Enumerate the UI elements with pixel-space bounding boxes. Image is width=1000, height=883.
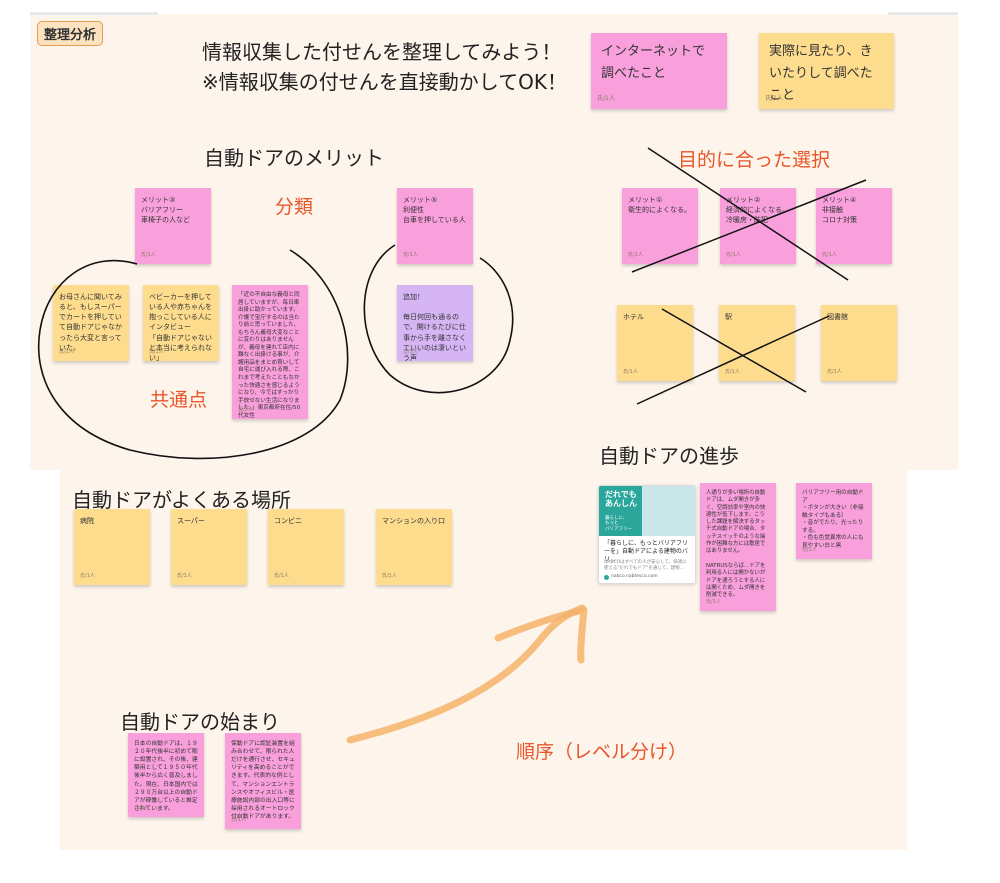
note-merit-3[interactable]: メリット③ バリアフリー 車椅子の人など 氏/1人 [135,188,211,264]
note-footer: 氏/1人 [765,94,783,102]
card-url: nabco.nabtesco.com [611,574,658,579]
note-conbini[interactable]: コンビニ 氏/1人 [268,509,344,585]
note-progress-1[interactable]: 人通りが多い場所の自動ドアは、ムダ開きが多く、空調効率や室内の快適性が低下します… [700,483,776,611]
note-interview-3[interactable]: 「近の不自由な義母と同居していますが、毎日車出掛に助かっています。介護で宝庁する… [232,285,308,419]
heading-beginning: 自動ドアの始まり [120,710,280,734]
top-edge-right [888,12,958,15]
note-mansion[interactable]: マンションの入り口 氏/1人 [376,509,452,585]
heading-progress: 自動ドアの進歩 [599,444,739,468]
top-edge-left [30,12,158,15]
card-title: 「暮らしに、もっとバリアフリーを」自動ドアによる建物のバリ... [604,540,688,564]
legend-internet-note[interactable]: インターネットで調べたこと 氏/1人 [591,33,727,109]
note-super[interactable]: スーパー 氏/1人 [171,509,247,585]
note-merit-2[interactable]: メリット② 経済的によくなる。 冷暖房・防犯 氏/1人 [720,188,796,264]
progress-arrow-head [494,606,588,664]
label-mokuteki: 目的に合った選択 [678,149,831,171]
label-junjo: 順序（レベル分け） [516,741,688,763]
instruction-line-1: 情報収集した付せんを整理してみよう！ [202,40,562,64]
note-begin-1[interactable]: 日本の自動ドアは、１９２０年代後半に初めて販に設置され、その後、建築用として１９… [128,733,204,817]
legend-real-text: 実際に見たり、きいたりして調べたこと [769,44,873,104]
note-hotel[interactable]: ホテル 氏/1人 [617,305,693,381]
label-bunrui: 分類 [275,196,314,218]
legend-real-note[interactable]: 実際に見たり、きいたりして調べたこと 氏/1人 [759,33,894,109]
section-tag: 整理分析 [37,21,104,46]
heading-merit: 自動ドアのメリット [204,146,384,170]
note-merit-4[interactable]: メリット④ 非接触 コロナ対策 氏/1人 [816,188,892,264]
legend-internet-text: インターネットで調べたこと [601,44,706,82]
note-progress-2[interactable]: バリアフリー用の自動ドア ・ボタンが大きい（非接触タイプもある） ・音がでたり、… [796,483,872,559]
cross-line-top-2 [631,179,867,273]
card-thumbnail: だれでも あんしん 暮らしに、 もっと バリアフリー [599,486,695,536]
note-footer: 氏/1人 [597,94,615,102]
note-library[interactable]: 図書館 氏/1人 [821,305,897,381]
note-station[interactable]: 駅 氏/1人 [719,305,795,381]
instruction-line-2: ※情報収集の付せんを直接動かしてOK！ [202,70,568,94]
note-interview-1[interactable]: お母さんに聞いてみると、もしスーパーでカートを押していて自動ドアじゃなかったら大… [53,285,129,361]
note-merit-5[interactable]: メリット⑤ 利便性 台車を押している人 氏/1人 [397,188,473,264]
note-interview-2[interactable]: ベビーカーを押している人や赤ちゃんを抱っこしている人にインタビュー 「自動ドアじ… [143,285,219,361]
label-kyoutsuu: 共通点 [150,389,208,411]
site-favicon-icon [604,575,609,580]
cross-line-bottom-1 [661,308,807,393]
card-description: NABCOはすべての人が安心して、快適に使える"だれでもドア"を通じて、建物..… [604,560,687,571]
grouping-circle-right [363,244,514,394]
progress-arrow [346,604,586,744]
note-tsuika[interactable]: 追加！ 毎日何回も通るので、開けるたびに仕事から手を離さなくていいのは凄いという… [397,285,473,361]
cross-line-bottom-2 [636,315,830,405]
link-preview-card[interactable]: だれでも あんしん 暮らしに、 もっと バリアフリー 「暮らしに、もっとバリアフ… [598,485,696,584]
cross-line-top-1 [647,147,849,281]
note-hospital[interactable]: 病院 氏/1人 [74,509,150,585]
note-begin-2[interactable]: 保動ドアに認証装置を組み合わせて、限られた人だけを通行させ、セキュリティを高める… [225,733,301,829]
grouping-circle-left [37,249,349,460]
heading-places: 自動ドアがよくある場所 [72,488,291,512]
